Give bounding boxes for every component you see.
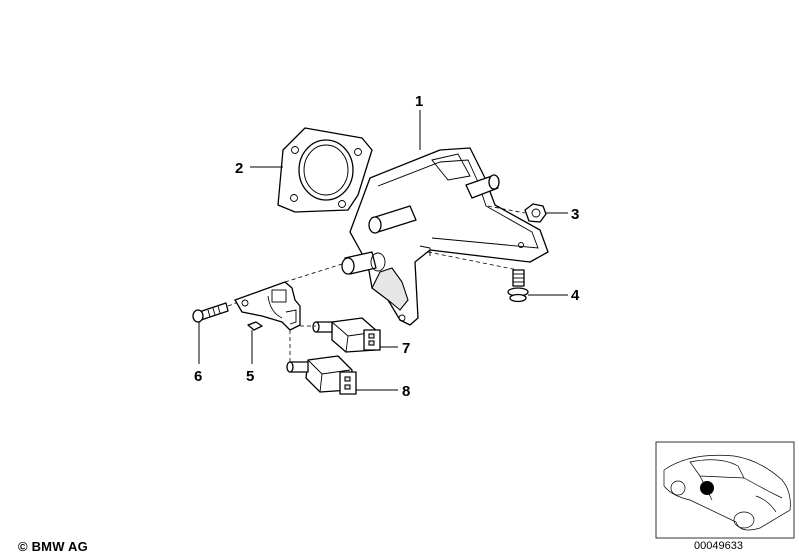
copyright-label: © BMW AG xyxy=(18,539,88,554)
retaining-clip[interactable] xyxy=(247,321,263,331)
callout-1: 1 xyxy=(415,93,423,110)
callout-8: 8 xyxy=(402,383,410,400)
flange-bolt[interactable] xyxy=(507,269,529,303)
hex-nut[interactable] xyxy=(524,203,547,223)
callout-5: 5 xyxy=(246,368,254,385)
assembly-lines xyxy=(227,205,526,362)
car-outline-icon xyxy=(663,454,791,531)
clutch-switch[interactable] xyxy=(286,355,357,395)
drawing-number: 00049633 xyxy=(694,540,743,552)
gasket-plate[interactable] xyxy=(277,127,373,213)
callout-7: 7 xyxy=(402,340,410,357)
location-marker-icon xyxy=(700,481,714,495)
callout-3: 3 xyxy=(571,206,579,223)
vehicle-locator xyxy=(655,441,795,539)
callout-2: 2 xyxy=(235,160,243,177)
pedal-bracket[interactable] xyxy=(341,147,549,326)
callout-4: 4 xyxy=(571,287,580,304)
leader-lines xyxy=(198,110,568,391)
switch-bracket[interactable] xyxy=(234,281,301,331)
brake-light-switch[interactable] xyxy=(312,317,381,353)
mounting-screw[interactable] xyxy=(192,302,229,323)
callout-6: 6 xyxy=(194,368,202,385)
